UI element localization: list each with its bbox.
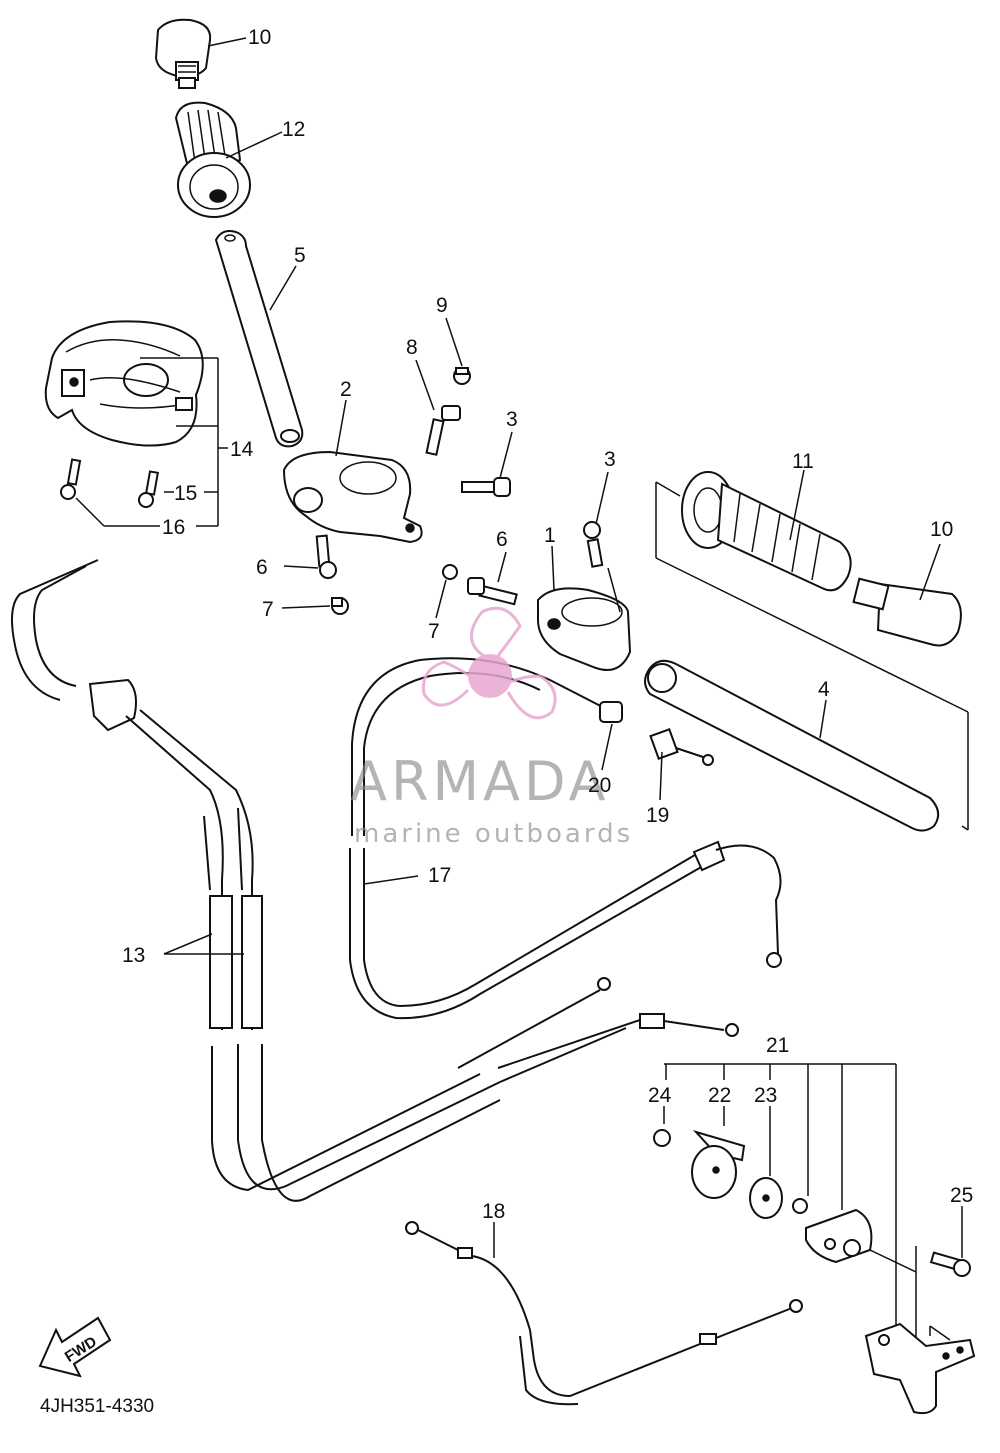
part-5-throttle-tube [214, 230, 304, 448]
callouts: 10 12 5 9 8 2 3 3 14 15 16 11 10 6 1 6 7… [122, 26, 973, 1223]
callout-15: 15 [174, 482, 197, 505]
part-21-cable-guide-assembly [663, 1063, 897, 1350]
part-8-screw [425, 405, 461, 456]
callout-5: 5 [294, 244, 306, 267]
callout-24: 24 [648, 1084, 672, 1107]
part-4-handlebar [644, 659, 940, 832]
part-22-adjuster-plate [691, 1130, 746, 1199]
callout-11: 11 [792, 450, 814, 473]
watermark-brand: ARMADA [350, 750, 610, 813]
part-15-screw [138, 470, 160, 508]
callout-16: 16 [162, 516, 185, 539]
part-21-guide-bracket [792, 1198, 917, 1380]
callout-2: 2 [340, 378, 352, 401]
part-3-screw-right [583, 521, 604, 568]
callout-7-right: 7 [428, 620, 440, 643]
callout-18: 18 [482, 1200, 505, 1223]
callout-7-left: 7 [262, 598, 274, 621]
callout-9: 9 [436, 294, 448, 317]
part-2-throttle-housing [282, 450, 423, 544]
fwd-arrow: FWD [38, 1316, 112, 1378]
callout-21: 21 [766, 1034, 789, 1057]
callout-6-right: 6 [496, 528, 508, 551]
part-24-screw [653, 1129, 671, 1147]
propeller-logo-icon [421, 606, 557, 720]
watermark-tagline: marine outboards [354, 819, 633, 849]
callout-3-right: 3 [604, 448, 616, 471]
part-7-screw-left [331, 597, 349, 615]
main-bracket [864, 1322, 976, 1415]
part-14-switch-housing [44, 320, 204, 447]
callout-8: 8 [406, 336, 418, 359]
callout-14: 14 [230, 438, 254, 461]
callout-13: 13 [122, 944, 145, 967]
callout-bracket-14-16 [75, 357, 228, 527]
part-6-screw-right [467, 577, 518, 606]
callout-20: 20 [588, 774, 611, 797]
part-3-screw-center [461, 477, 511, 497]
assembly-outline-right [655, 481, 969, 831]
callout-10-right: 10 [930, 518, 953, 541]
callout-25: 25 [950, 1184, 973, 1207]
part-12-throttle-grip [174, 101, 251, 218]
callout-1: 1 [544, 524, 556, 547]
part-6-screw-left [315, 534, 337, 579]
part-11-right-grip [681, 471, 852, 592]
part-23-washer [749, 1177, 783, 1219]
callout-23: 23 [754, 1084, 777, 1107]
callout-6-left: 6 [256, 556, 268, 579]
part-16-screw [60, 458, 82, 500]
part-25-bolt [929, 1206, 971, 1277]
part-13-throttle-cables [11, 559, 739, 1202]
part-9-screw [453, 367, 471, 385]
part-17-clutch-cable [349, 657, 782, 1020]
part-7-screw-right [442, 564, 458, 580]
part-10-grip-end-right [852, 577, 962, 647]
callout-12: 12 [282, 118, 305, 141]
part-1-throttle-housing-right [537, 587, 632, 671]
callout-3-center: 3 [506, 408, 518, 431]
callout-22: 22 [708, 1084, 731, 1107]
part-18-cable [405, 1221, 803, 1406]
callout-10-top: 10 [248, 26, 271, 49]
callout-19: 19 [646, 804, 669, 827]
part-code: 4JH351-4330 [40, 1396, 154, 1417]
watermark: ARMADA marine outboards [350, 606, 633, 849]
leader-lines [163, 37, 941, 1258]
part-10-grip-end-top [154, 18, 212, 89]
callout-17: 17 [428, 864, 451, 887]
callout-4: 4 [818, 678, 830, 701]
